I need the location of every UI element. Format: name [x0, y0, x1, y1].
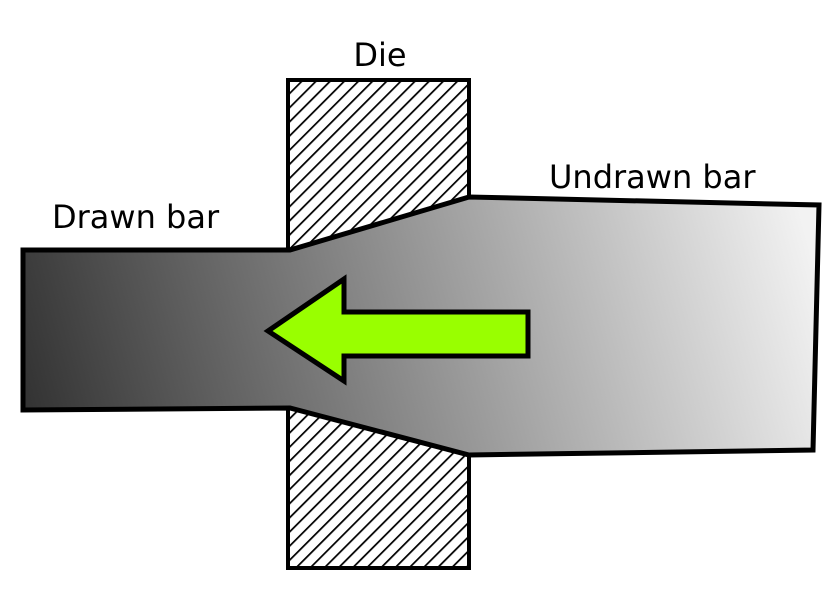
- left-arrow-icon: [263, 274, 531, 386]
- die-label: Die: [353, 36, 406, 74]
- drawn-bar-label: Drawn bar: [52, 198, 220, 236]
- undrawn-bar-label: Undrawn bar: [549, 158, 756, 196]
